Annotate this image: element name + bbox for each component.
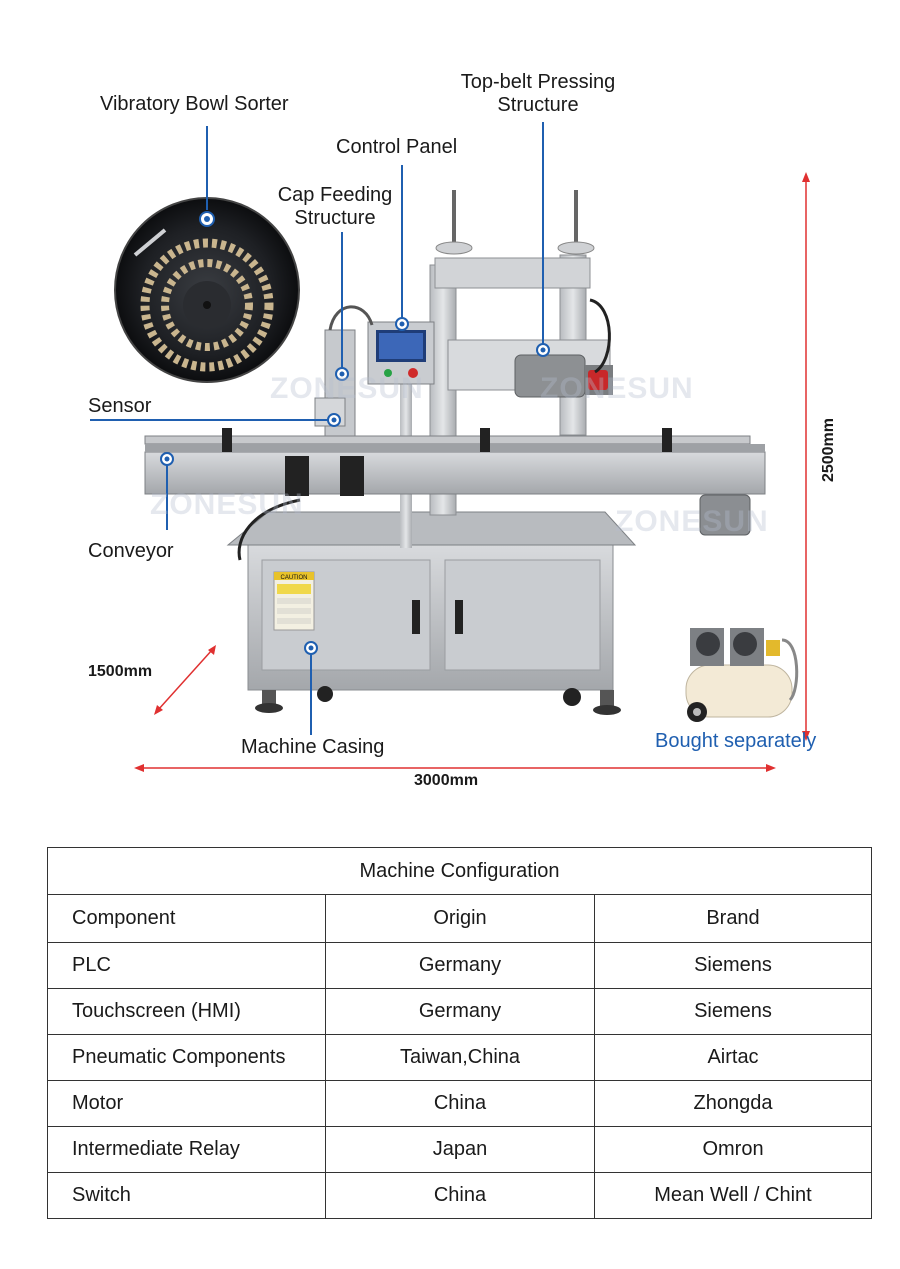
cell-component: Motor [47,1080,326,1127]
air-compressor [685,628,799,722]
table-row: Touchscreen (HMI) Germany Siemens [47,988,872,1035]
watermark: ZONESUN [270,372,424,405]
callout-lines [90,122,544,735]
cell-component: Pneumatic Components [47,1034,326,1081]
cell-origin: Japan [325,1126,595,1173]
caution-sticker: CAUTION [273,571,315,631]
callout-dot-centers [164,216,546,651]
watermark: ZONESUN [615,505,769,538]
header-origin: Origin [325,894,595,943]
cable [237,498,301,561]
cell-origin: China [325,1080,595,1127]
label-sensor: Sensor [88,395,152,417]
label-control-panel: Control Panel [336,136,458,158]
vibratory-bowl-inset [114,197,300,383]
label-machine-casing: Machine Casing [241,736,385,758]
table-row: Switch China Mean Well / Chint [47,1172,872,1219]
top-belt-motor [514,354,613,398]
cell-brand: Siemens [594,988,872,1035]
control-panel-unit [367,321,435,385]
cell-origin: Germany [325,942,595,989]
table-header-row: Component Origin Brand [47,894,872,943]
cell-brand: Airtac [594,1034,872,1081]
label-cap-feeding-structure: Cap Feeding Structure [270,184,400,230]
table-title: Machine Configuration [47,847,872,895]
label-bought-separately: Bought separately [655,730,817,752]
table-title-row: Machine Configuration [47,847,872,895]
cap-feeding-chute [314,305,374,451]
label-line: Structure [497,94,579,116]
table-row: Intermediate Relay Japan Omron [47,1126,872,1173]
label-line: Top-belt Pressing [460,71,616,93]
dimension-height: 2500mm [820,417,837,483]
cell-component: Switch [47,1172,326,1219]
table-row: Pneumatic Components Taiwan,China Airtac [47,1034,872,1081]
cell-component: PLC [47,942,326,989]
dimension-depth: 1500mm [88,663,153,680]
machine-casing-body [226,511,637,715]
label-line: Cap Feeding [277,184,393,206]
cell-component: Intermediate Relay [47,1126,326,1173]
cell-brand: Mean Well / Chint [594,1172,872,1219]
callout-dots [160,211,550,655]
label-conveyor: Conveyor [88,540,174,562]
cell-brand: Omron [594,1126,872,1173]
header-brand: Brand [594,894,872,943]
label-top-belt-pressing-structure: Top-belt Pressing Structure [452,71,624,117]
table-row: PLC Germany Siemens [47,942,872,989]
watermark: ZONESUN [150,488,304,521]
label-vibratory-bowl-sorter: Vibratory Bowl Sorter [100,93,289,115]
table-row: Motor China Zhongda [47,1080,872,1127]
conveyor-body [144,428,766,536]
cell-brand: Siemens [594,942,872,989]
cell-origin: China [325,1172,595,1219]
cell-origin: Germany [325,988,595,1035]
cell-component: Touchscreen (HMI) [47,988,326,1035]
cell-brand: Zhongda [594,1080,872,1127]
machine-configuration-table: Machine Configuration Component Origin B… [47,847,872,1219]
watermark: ZONESUN [540,372,694,405]
cell-origin: Taiwan,China [325,1034,595,1081]
dimension-arrows [134,172,810,772]
caution-text: CAUTION [281,575,308,581]
machine-illustration: CAUTION [90,122,810,772]
cable [589,298,611,374]
dimension-width: 3000mm [414,772,479,789]
label-line: Structure [294,207,376,229]
header-component: Component [47,894,326,943]
